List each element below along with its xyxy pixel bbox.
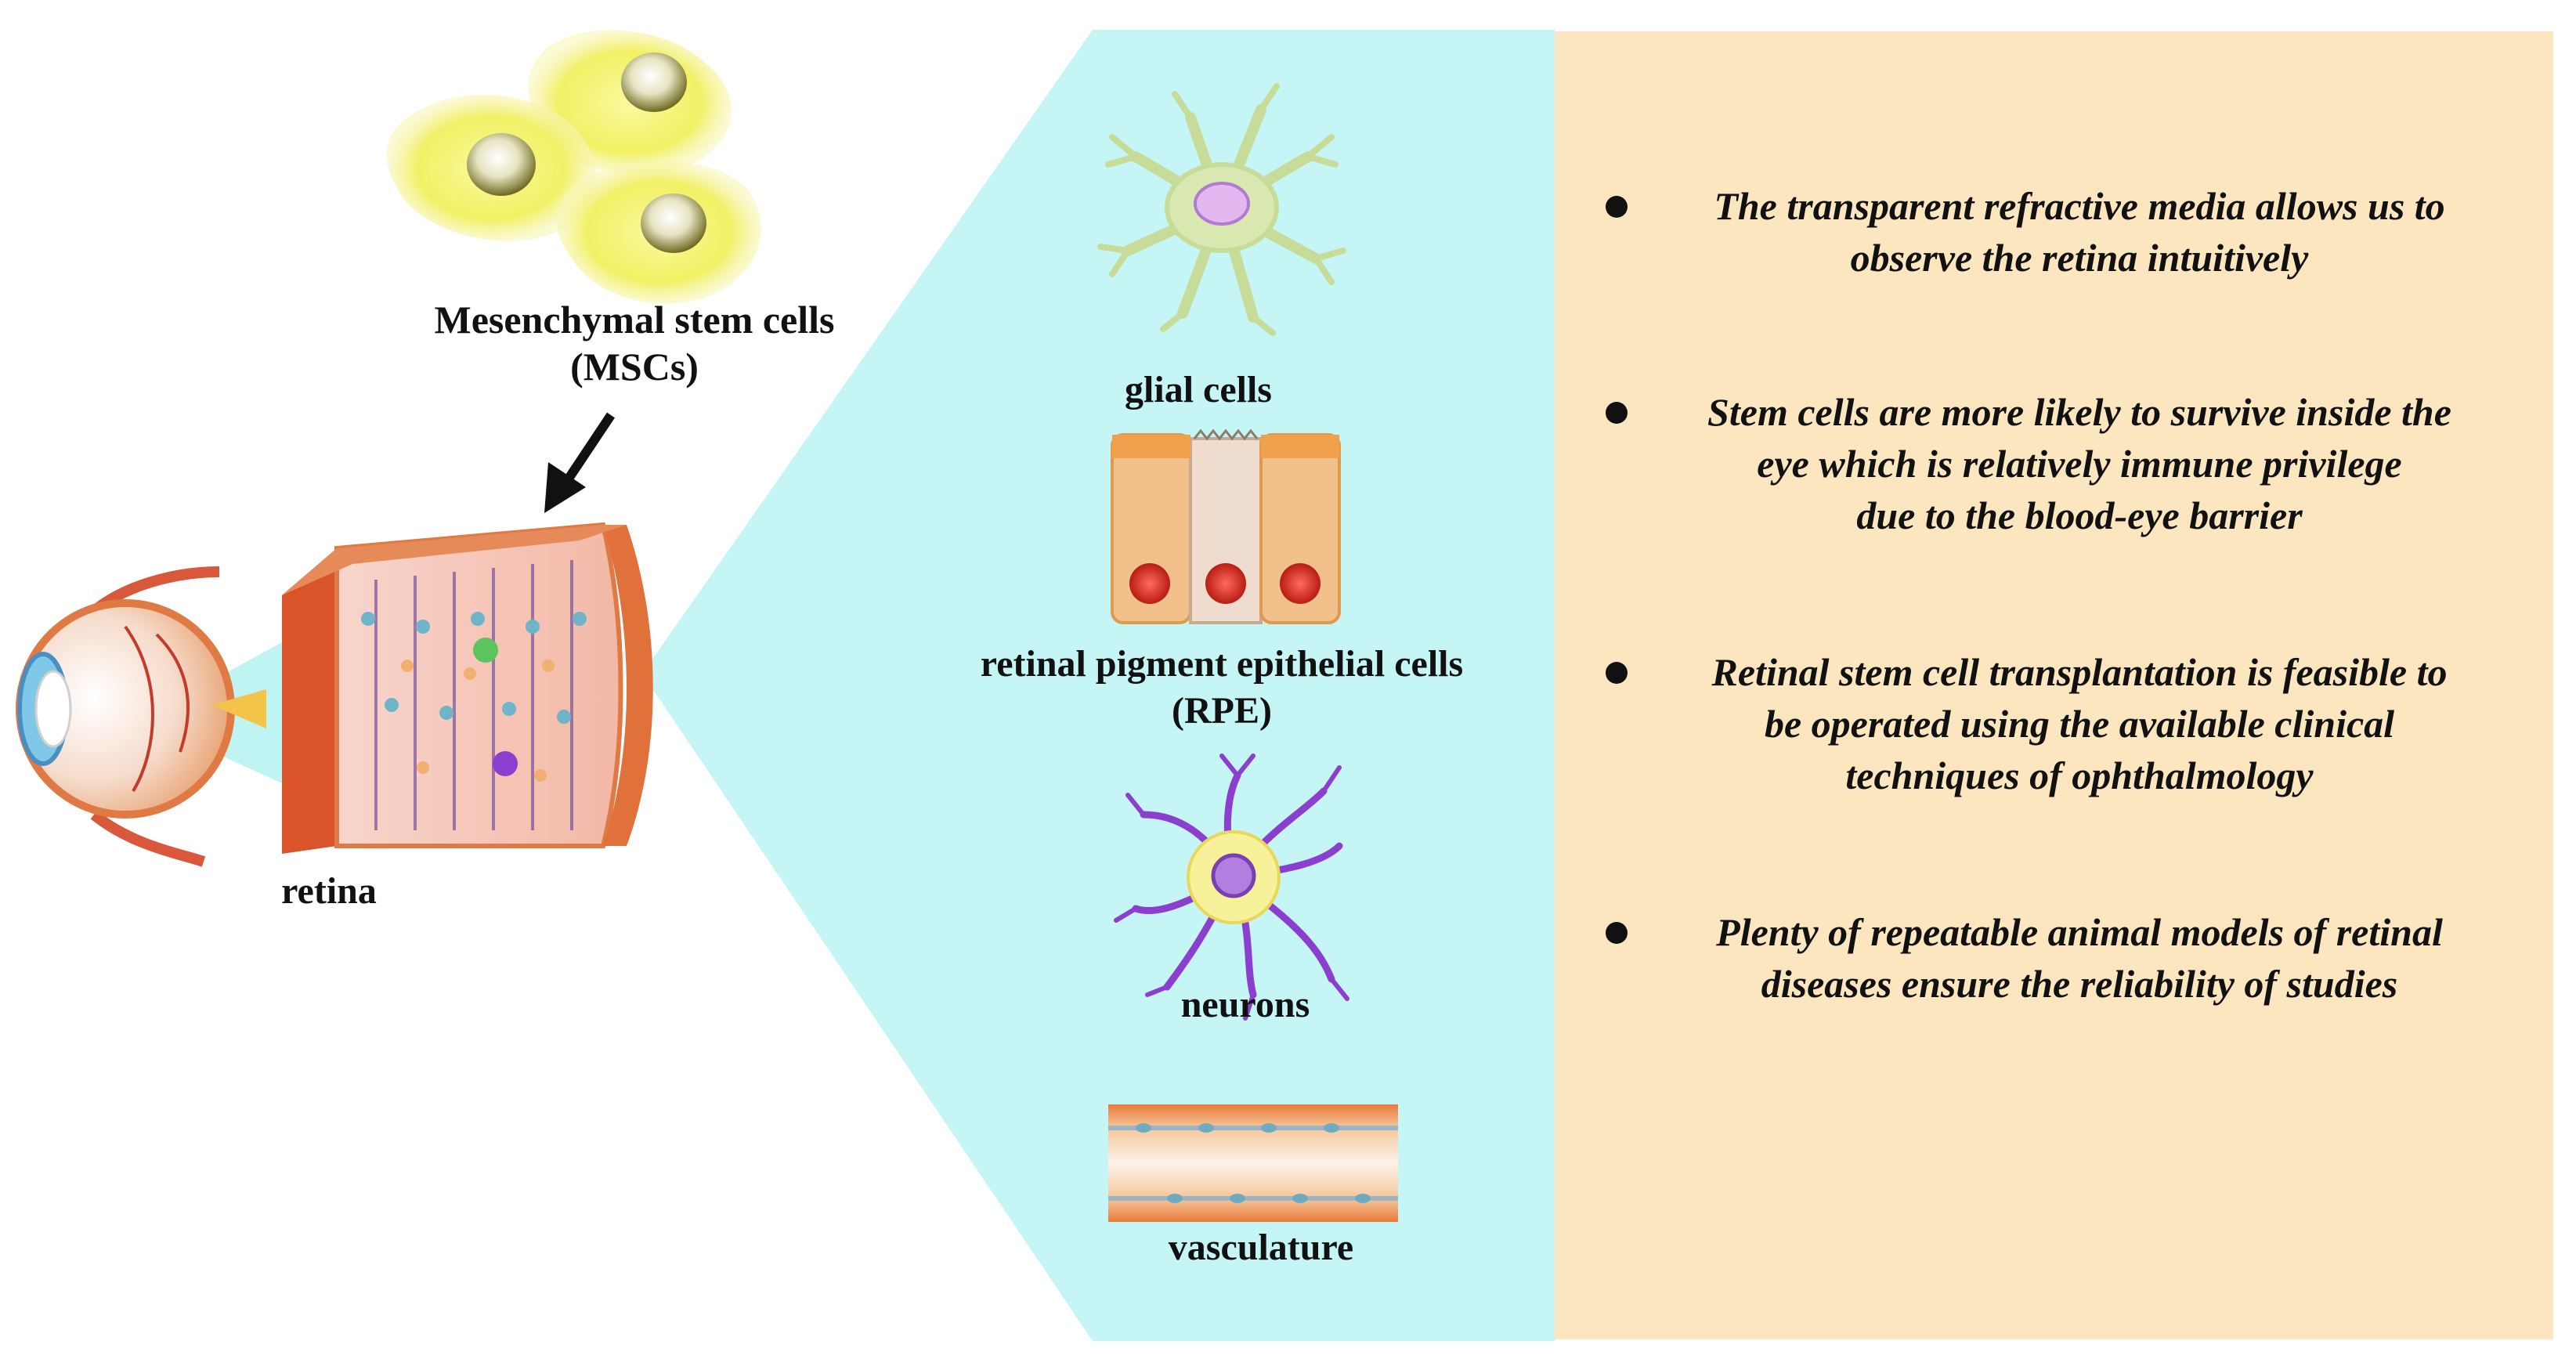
advantage-text: Plenty of repeatable animal models of re… — [1716, 910, 2443, 1006]
msc-label-line2: (MSCs) — [570, 345, 699, 389]
advantage-text: The transparent refractive media allows … — [1714, 184, 2445, 280]
advantages-panel — [1555, 31, 2553, 1339]
bullet-dot-icon — [1606, 196, 1628, 218]
advantage-item-1: The transparent refractive media allows … — [1606, 180, 2506, 284]
vasculature-icon — [1108, 1104, 1398, 1222]
msc-label: Mesenchymal stem cells (MSCs) — [360, 296, 909, 390]
bullet-dot-icon — [1606, 402, 1628, 424]
advantage-item-2: Stem cells are more likely to survive in… — [1606, 386, 2506, 541]
eye-illustration — [16, 566, 282, 867]
msc-cluster — [386, 30, 761, 304]
rpe-label-line1: retinal pigment epithelial cells — [980, 643, 1464, 685]
retina-section — [282, 522, 653, 854]
rpe-label: retinal pigment epithelial cells (RPE) — [924, 641, 1519, 735]
rpe-cell-icon — [1111, 428, 1341, 624]
neurons-label: neurons — [1180, 984, 1310, 1025]
arrow-icon — [544, 412, 615, 513]
rpe-label-line2: (RPE) — [1172, 690, 1272, 732]
advantage-text: Retinal stem cell transplantation is fea… — [1711, 650, 2448, 797]
msc-label-line1: Mesenchymal stem cells — [434, 298, 835, 342]
vasculature-label: vasculature — [1168, 1227, 1354, 1268]
glial-label: glial cells — [1125, 369, 1272, 410]
neuron-nucleus — [1211, 853, 1256, 898]
bullet-dot-icon — [1606, 922, 1628, 944]
glial-nucleus — [1194, 182, 1250, 226]
advantage-text: Stem cells are more likely to survive in… — [1707, 390, 2451, 537]
retina-label: retina — [281, 870, 377, 912]
advantage-item-4: Plenty of repeatable animal models of re… — [1606, 906, 2506, 1010]
bullet-dot-icon — [1606, 662, 1628, 684]
advantage-item-3: Retinal stem cell transplantation is fea… — [1606, 646, 2506, 801]
cell-types-panel — [642, 30, 1555, 1341]
